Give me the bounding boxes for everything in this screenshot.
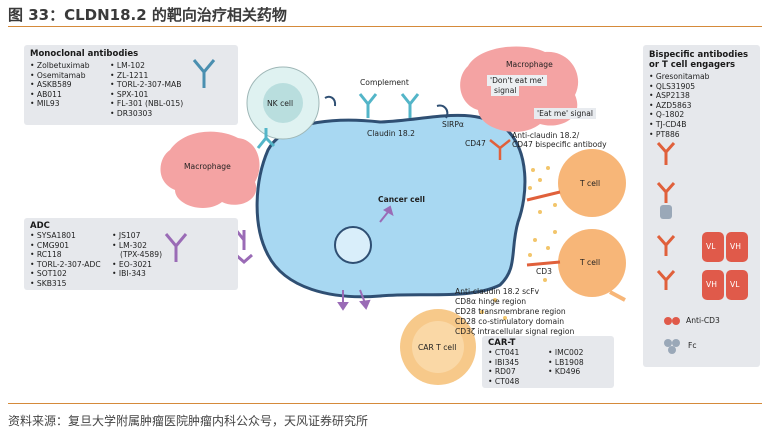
cd47-antibody-icon xyxy=(489,139,511,160)
list-item: EO-3021 xyxy=(112,260,162,270)
monoclonal-title: Monoclonal antibodies xyxy=(30,49,139,59)
macrophage-top-label: Macrophage xyxy=(506,60,553,69)
t-cell-lower-shape xyxy=(558,229,626,297)
bispecific-desc-2: CD47 bispecific antibody xyxy=(512,140,607,149)
signal-label: signal xyxy=(491,85,520,96)
list-item: DR30303 xyxy=(110,109,183,119)
list-item: Osemitamab xyxy=(30,71,90,81)
list-item: ASP2138 xyxy=(649,91,709,101)
sirpa-label: SIRPα xyxy=(442,120,464,129)
vl-label-2: VL xyxy=(730,280,740,289)
t-cell-upper-label: T cell xyxy=(580,179,601,188)
nk-cell-label: NK cell xyxy=(267,99,294,108)
transmembrane-label: CD28 transmembrane region xyxy=(455,307,566,316)
list-item: IMC002 xyxy=(548,348,584,358)
monoclonal-list-1: Zolbetuximab Osemitamab ASKB589 AB011 MI… xyxy=(30,61,90,109)
endosome xyxy=(334,226,372,264)
list-item: LM-302 xyxy=(112,241,162,251)
hinge-label: CD8α hinge region xyxy=(455,297,527,306)
list-item: FL-301 (NBL-015) xyxy=(110,99,183,109)
cytokine-dots xyxy=(480,166,557,320)
intracellular-label: CD3ζ intracellular signal region xyxy=(455,327,575,336)
monoclonal-list-2: LM-102 ZL-1211 TORL-2-307-MAB SPX-101 FL… xyxy=(110,61,183,119)
bispecific-list: Gresonitamab QLS31905 ASP2138 AZD5863 Q-… xyxy=(649,72,710,140)
list-item: CT041 xyxy=(488,348,519,358)
dont-eat-label: 'Don't eat me' xyxy=(487,75,547,86)
bispecific-tcell-engager xyxy=(526,190,561,267)
cart-title: CAR-T xyxy=(488,338,516,348)
adc-title: ADC xyxy=(30,221,50,231)
adc-list-2: JS107 LM-302 (TPX-4589) EO-3021 IBI-343 xyxy=(112,231,162,279)
source-note: 资料来源：复旦大学附属肿瘤医院肿瘤内科公众号，天风证券研究所 xyxy=(8,414,369,428)
list-item: TORL-2-307-MAB xyxy=(110,80,183,90)
list-item: Zolbetuximab xyxy=(30,61,90,71)
cancer-cell-shape xyxy=(255,113,527,299)
scfv-label: Anti-claudin 18.2 scFv xyxy=(455,287,540,296)
list-item: TJ-CD4B xyxy=(649,120,709,130)
cart-list-1: CT041 IBI345 RD07 CT048 xyxy=(488,348,519,386)
bispecific-title-2: or T cell engagers xyxy=(649,60,736,70)
macrophage-left-shape xyxy=(160,131,260,209)
list-item: RD07 xyxy=(488,367,519,377)
list-item: LB1908 xyxy=(548,358,584,368)
list-item: SKB315 xyxy=(30,279,101,289)
claudin-label: Claudin 18.2 xyxy=(367,129,415,138)
payload-release xyxy=(337,205,394,311)
list-item: RC118 xyxy=(30,250,101,260)
bispecific-title-1: Bispecific antibodies xyxy=(649,50,749,60)
nk-antibody-icon xyxy=(256,128,276,149)
cd47-label: CD47 xyxy=(465,139,486,148)
list-item: JS107 xyxy=(112,231,162,241)
eat-me-label: 'Eat me' signal xyxy=(534,108,596,119)
list-item: ASKB589 xyxy=(30,80,90,90)
macrophage-left-label: Macrophage xyxy=(184,162,231,171)
adc-list-1: SYSA1801 CMG901 RC118 TORL-2-307-ADC SOT… xyxy=(30,231,101,289)
t-cell-lower-label: T cell xyxy=(580,258,601,267)
anti-cd3-label: Anti-CD3 xyxy=(686,316,720,325)
list-item: AB011 xyxy=(30,90,90,100)
list-item: SOT102 xyxy=(30,269,101,279)
list-item: SYSA1801 xyxy=(30,231,101,241)
cd3-label: CD3 xyxy=(536,267,552,276)
car-t-cell-label: CAR T cell xyxy=(418,343,457,352)
t-cell-upper-shape xyxy=(558,149,626,217)
list-item: KD496 xyxy=(548,367,584,377)
cancer-cell-label: Cancer cell xyxy=(378,195,426,204)
list-item: Q-1802 xyxy=(649,110,709,120)
list-item: ZL-1211 xyxy=(110,71,183,81)
list-item: AZD5863 xyxy=(649,101,709,111)
footer-rule xyxy=(8,403,762,404)
list-item: QLS31905 xyxy=(649,82,709,92)
costim-label: CD28 co-stimulatory domain xyxy=(455,317,565,326)
list-item: LM-102 xyxy=(110,61,183,71)
vh-label-1: VH xyxy=(730,242,741,251)
list-item: PT886 xyxy=(649,130,709,140)
list-item: TORL-2-307-ADC xyxy=(30,260,101,270)
fc-label: Fc xyxy=(688,341,697,350)
complement-antibody-icon xyxy=(358,93,420,118)
list-item: SPX-101 xyxy=(110,90,183,100)
figure-title: 图 33：CLDN18.2 的靶向治疗相关药物 xyxy=(8,6,287,24)
list-item: IBI-343 xyxy=(112,269,162,279)
list-item: MIL93 xyxy=(30,99,90,109)
adc-note: (TPX-4589) xyxy=(120,250,163,260)
cart-list-2: IMC002 LB1908 KD496 xyxy=(548,348,584,377)
complement-label: Complement xyxy=(360,78,409,87)
list-item: Gresonitamab xyxy=(649,72,710,82)
vh-label-2: VH xyxy=(706,280,717,289)
vl-label-1: VL xyxy=(706,242,716,251)
bispecific-desc-1: Anti-claudin 18.2/ xyxy=(512,131,580,140)
header-rule xyxy=(8,26,762,27)
list-item: IBI345 xyxy=(488,358,519,368)
list-item: CMG901 xyxy=(30,241,101,251)
monoclonal-panel: Monoclonal antibodies Zolbetuximab Osemi… xyxy=(24,45,238,125)
list-item: CT048 xyxy=(488,377,519,387)
adc-panel: ADC SYSA1801 CMG901 RC118 TORL-2-307-ADC… xyxy=(24,218,238,290)
cart-panel: CAR-T CT041 IBI345 RD07 CT048 IMC002 LB1… xyxy=(482,336,614,388)
